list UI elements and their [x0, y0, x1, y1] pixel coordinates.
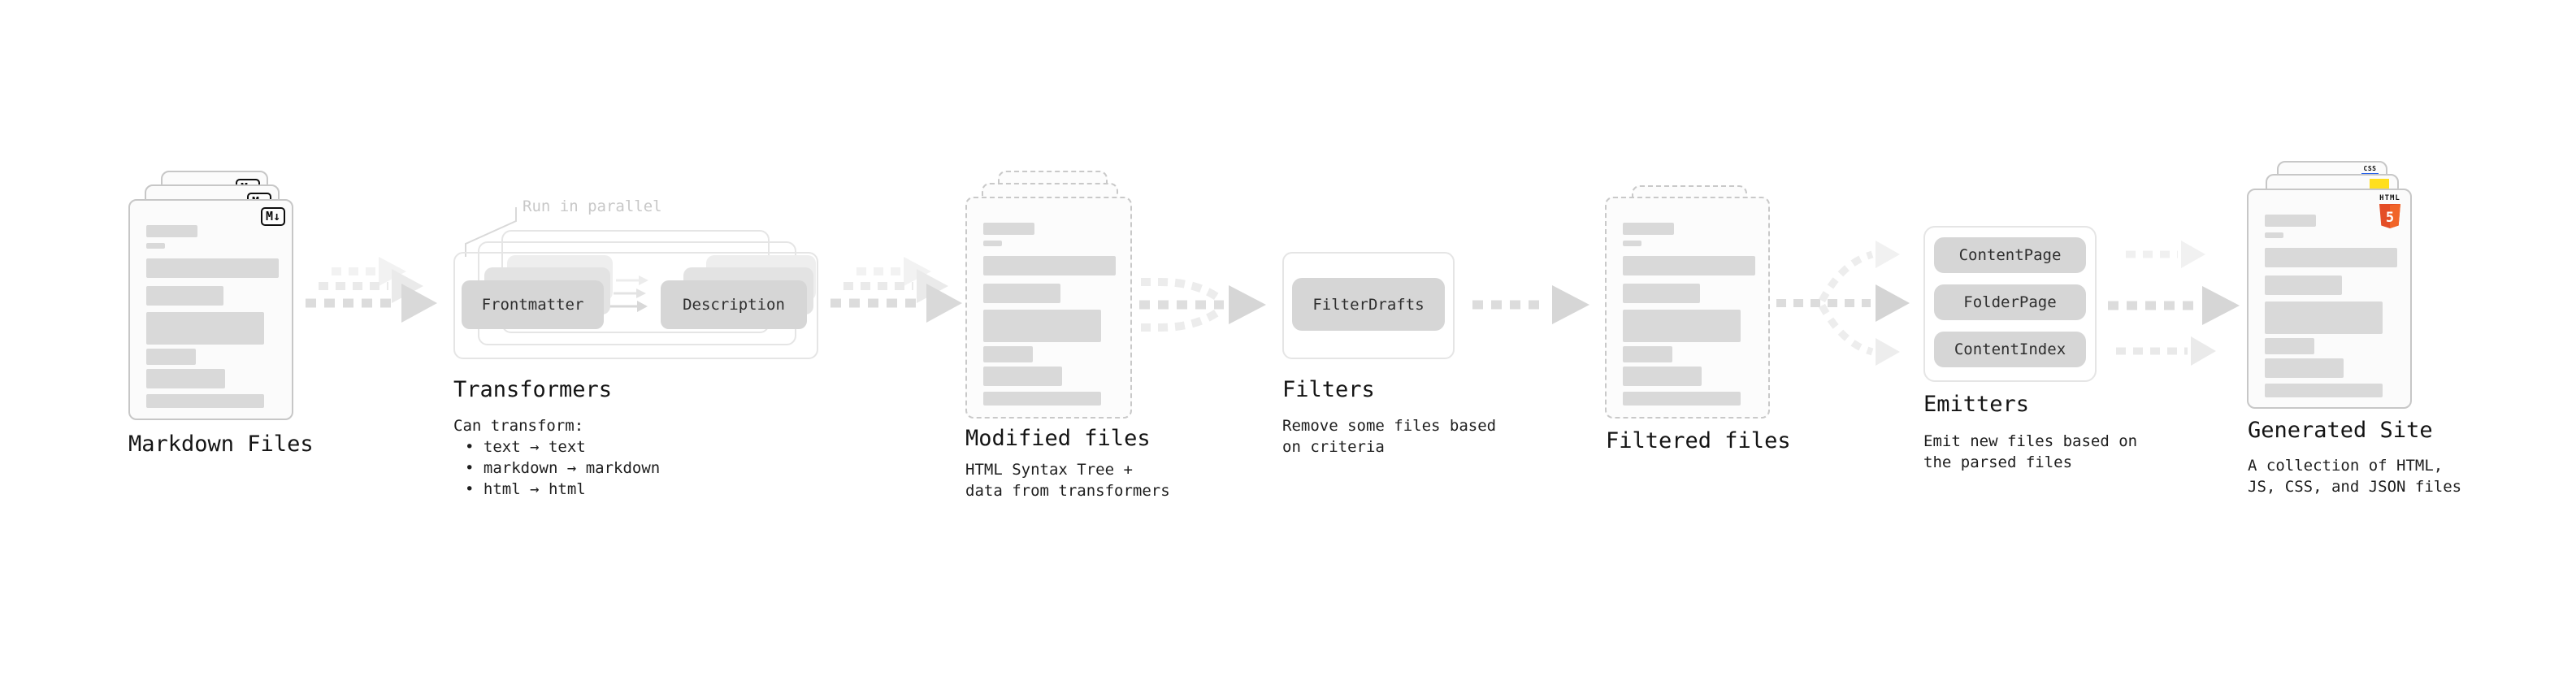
- document-skeleton: [2265, 215, 2397, 397]
- placeholder-bar: [983, 256, 1116, 275]
- placeholder-bar: [146, 312, 264, 345]
- placeholder-bar: [983, 346, 1033, 362]
- svg-text:5: 5: [2386, 210, 2394, 226]
- modified-files-title: Modified files: [965, 426, 1151, 451]
- emitters-subtitle: Emit new files based on the parsed files: [1923, 432, 2138, 471]
- markdown-icon: M↓: [260, 207, 285, 226]
- placeholder-bar: [1623, 310, 1741, 342]
- flow-arrow-transformers-to-modified: [830, 257, 962, 323]
- modified-file-card-front: [965, 197, 1132, 419]
- placeholder-bar: [1623, 367, 1702, 386]
- placeholder-bar: [1623, 241, 1641, 246]
- placeholder-bar: [983, 223, 1034, 235]
- placeholder-bar: [2265, 248, 2397, 267]
- placeholder-bar: [983, 392, 1101, 406]
- emitters-container: [1923, 226, 2097, 382]
- placeholder-bar: [2265, 275, 2342, 295]
- filters-container: [1282, 252, 1455, 359]
- filterdrafts-pill: FilterDrafts: [1292, 278, 1445, 331]
- placeholder-bar: [983, 310, 1101, 342]
- placeholder-bar: [983, 367, 1062, 386]
- placeholder-bar: [146, 225, 197, 237]
- filters-title: Filters: [1282, 377, 1375, 402]
- placeholder-bar: [983, 284, 1060, 303]
- transformers-title: Transformers: [453, 377, 613, 402]
- flow-arrow-filtered-to-emitters: [1776, 241, 1910, 366]
- html5-icon: HTML 5: [2377, 194, 2403, 228]
- capability-item: • html → html: [465, 480, 586, 498]
- javascript-icon: [2370, 179, 2389, 189]
- flow-arrow-filters-to-filtered: [1472, 285, 1589, 324]
- emitter-pill: ContentPage: [1934, 237, 2086, 273]
- placeholder-bar: [1623, 392, 1741, 406]
- emitters-title: Emitters: [1923, 392, 2030, 417]
- frontmatter-pill: Frontmatter: [462, 280, 604, 329]
- placeholder-bar: [2265, 232, 2283, 238]
- transformers-subtitle: Can transform:: [453, 417, 584, 435]
- filters-subtitle: Remove some files based on criteria: [1282, 417, 1497, 456]
- flow-arrow-modified-to-filters: [1139, 278, 1266, 332]
- transformer-layer-front: [453, 252, 818, 359]
- document-skeleton: [146, 225, 279, 408]
- placeholder-bar: [2265, 338, 2314, 354]
- placeholder-bar: [146, 258, 279, 278]
- placeholder-bar: [2265, 358, 2344, 378]
- markdown-files-title: Markdown Files: [128, 432, 314, 457]
- html5-shield: 5: [2379, 204, 2400, 228]
- placeholder-bar: [2265, 384, 2383, 397]
- placeholder-bar: [2265, 301, 2383, 334]
- capability-item: • text → text: [465, 438, 586, 456]
- placeholder-bar: [983, 241, 1002, 246]
- emitter-pill: FolderPage: [1934, 284, 2086, 320]
- placeholder-bar: [146, 286, 223, 306]
- flow-arrow-markdown-to-transformers: [306, 257, 437, 323]
- placeholder-bar: [1623, 256, 1755, 275]
- placeholder-bar: [146, 349, 196, 365]
- placeholder-bar: [146, 243, 165, 249]
- parallel-note-leader-line: [465, 207, 517, 257]
- markdown-file-card-front: M↓: [128, 199, 293, 420]
- transformers-capability-list: • text → text • markdown → markdown • html…: [453, 436, 660, 500]
- description-pill: Description: [661, 280, 807, 329]
- placeholder-bar: [1623, 346, 1672, 362]
- capability-item: • markdown → markdown: [465, 459, 661, 477]
- document-skeleton: [1623, 223, 1755, 406]
- placeholder-bar: [146, 394, 264, 408]
- transformer-parallel-mini-arrows: [609, 275, 648, 312]
- html-file-card: HTML 5: [2247, 189, 2412, 409]
- placeholder-bar: [146, 369, 225, 388]
- placeholder-bar: [1623, 284, 1700, 303]
- generated-site-title: Generated Site: [2248, 418, 2433, 443]
- generated-site-subtitle: A collection of HTML, JS, CSS, and JSON …: [2248, 457, 2462, 496]
- filtered-file-card-front: [1605, 197, 1770, 419]
- placeholder-bar: [1623, 223, 1674, 235]
- placeholder-bar: [2265, 215, 2316, 227]
- emitter-pill: ContentIndex: [1934, 332, 2086, 367]
- filtered-files-title: Filtered files: [1606, 428, 1791, 453]
- flow-arrow-emitters-to-site: [2108, 241, 2240, 366]
- run-in-parallel-note: Run in parallel: [523, 197, 662, 215]
- document-skeleton: [983, 223, 1116, 406]
- modified-files-subtitle: HTML Syntax Tree + data from transformer…: [965, 461, 1170, 500]
